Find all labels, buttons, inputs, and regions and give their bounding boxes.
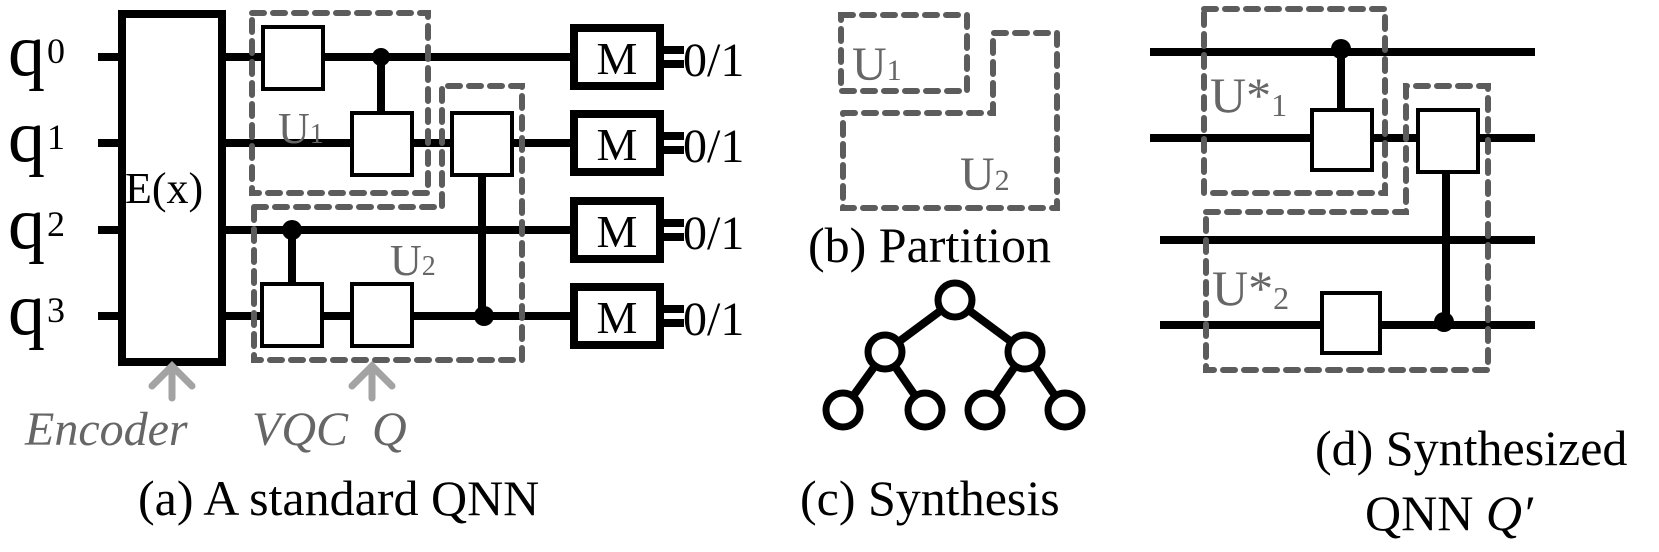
encoder-block [118,10,226,366]
gate-box [261,25,325,91]
partition-u1-outline [1201,6,1388,196]
measure-box [570,283,664,349]
encoder-caption: Encoder [24,403,188,456]
partition-u2-label: U*2 [1212,260,1289,316]
panel-b-caption: (b) Partition [808,217,1051,273]
gate-box [260,282,324,348]
measure-output: 0/1 [683,207,744,260]
tree-node [934,279,976,321]
partition-u1-label: U1 [278,104,324,153]
panel-d-caption-line1: (d) Synthesized [1315,420,1627,476]
tree-node [822,389,864,431]
measure-label: M [597,292,638,343]
encoder-arrow-icon [148,361,196,402]
partition-u1-outline [838,12,970,94]
tree-icon [822,279,1086,431]
measure-label: M [597,33,638,84]
gate-box [1320,291,1382,355]
tree-node [964,389,1006,431]
measurement-q3: M 0/1 [570,283,744,349]
panel-d-synthesized-qnn: U*1 U*2 (d) Synthesized QNN Q′ [1150,6,1627,541]
control-dot [1331,39,1351,59]
control-dot [1434,312,1454,332]
qubit-label-q2: q2 [8,183,65,265]
measure-box [570,197,664,263]
vqc-caption: VQC Q [252,403,407,456]
control-dot [474,306,494,326]
control-dot [282,220,302,240]
gate-box [1416,108,1480,174]
gate-box [1310,108,1374,172]
tree-node [1004,331,1046,373]
measurement-q1: M 0/1 [570,110,744,176]
qubit-label-q3: q3 [8,269,65,351]
measure-box [570,24,664,90]
partition-u2-outline [1203,83,1491,373]
measurement-q2: M 0/1 [570,197,744,263]
panel-b-partition: U1 U2 (b) Partition [808,12,1060,273]
partition-u2-label: U2 [390,236,436,285]
partition-u2-label: U2 [960,148,1010,201]
measure-label: M [597,119,638,170]
svg-text:q3: q3 [8,269,65,351]
gate-box [350,111,414,177]
measure-output: 0/1 [683,120,744,173]
measure-output: 0/1 [683,34,744,87]
gate-box [350,282,414,348]
vqc-arrow-icon [348,361,396,402]
tree-node [904,389,946,431]
partition-u2-outline [251,83,525,363]
qubit-label-q0: q0 [8,10,65,92]
measure-box [570,110,664,176]
panel-a-caption: (a) A standard QNN [138,470,539,526]
partition-u1-label: U1 [852,38,902,91]
measure-output: 0/1 [683,293,744,346]
svg-text:q2: q2 [8,183,65,265]
encoder-label: E(x) [125,164,203,213]
partition-u1-label: U*1 [1210,67,1287,123]
measure-label: M [597,206,638,257]
gate-box [450,111,514,177]
svg-text:q1: q1 [8,96,65,178]
measurement-q0: M 0/1 [570,24,744,90]
tree-node [1044,389,1086,431]
partition-u2-outline [840,30,1060,211]
tree-node [864,331,906,373]
panel-a-standard-qnn: q0 q1 q2 q3 E(x) U1 U2 [8,10,744,526]
panel-d-caption-line2: QNN Q′ [1365,485,1534,541]
qubit-label-q1: q1 [8,96,65,178]
svg-text:q0: q0 [8,10,65,92]
panel-c-synthesis: (c) Synthesis [800,279,1086,526]
partition-u1-outline [249,10,431,196]
panel-c-caption: (c) Synthesis [800,470,1060,526]
control-dot [372,48,390,66]
